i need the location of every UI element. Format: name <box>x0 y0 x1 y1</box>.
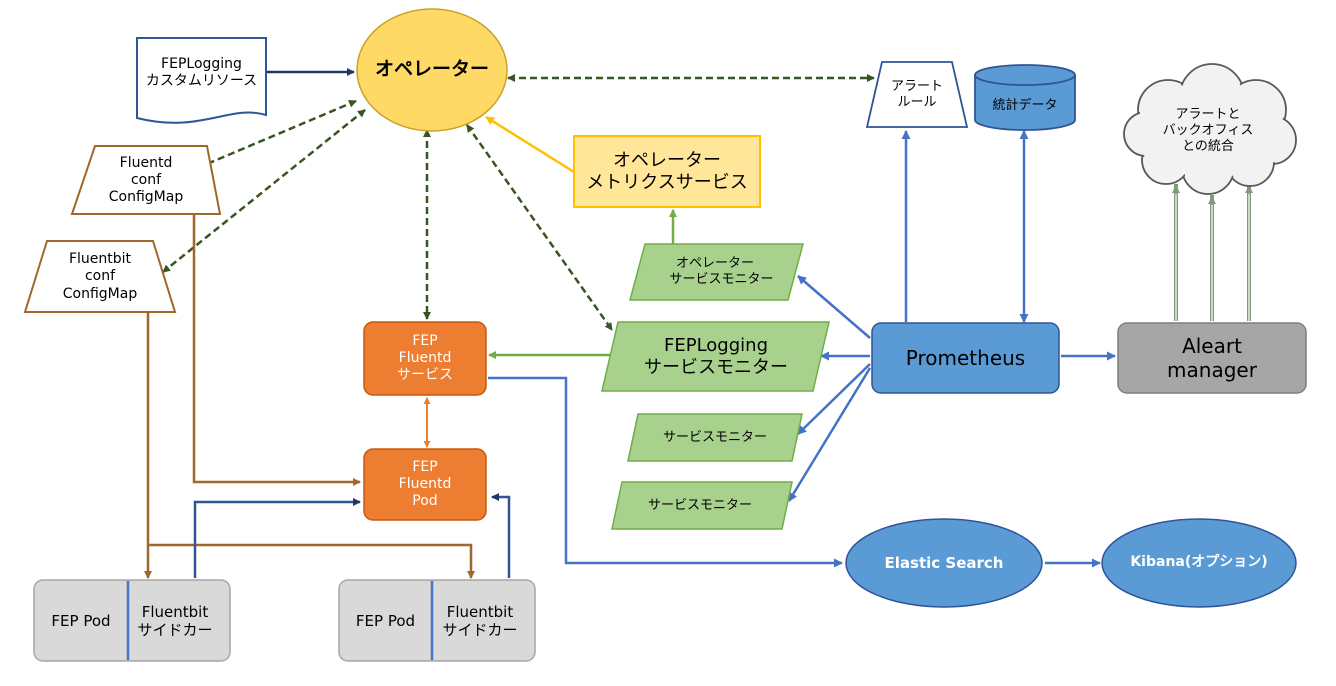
fep-fluentd-service-label: FEP Fluentd サービス <box>397 332 453 384</box>
service-monitor-2-label: サービスモニター <box>647 497 752 513</box>
operator-service-monitor-label: オペレーター サービスモニター <box>669 256 774 287</box>
kibana-label: Kibana(オプション) <box>1130 554 1268 571</box>
pod-2-sidecar-label: Fluentbit サイドカー <box>442 602 518 639</box>
service-monitor-2-shape <box>611 481 793 530</box>
alert-backoffice-label: アラートと バックオフィス との統合 <box>1162 107 1254 154</box>
pod-1-shape <box>33 579 231 662</box>
fluentd-configmap-shape <box>70 145 222 215</box>
operator-shape <box>356 8 508 132</box>
arrow-metrics-to-operator <box>485 115 575 174</box>
arrow-prometheus-to-op-monitor <box>797 275 871 339</box>
arrow-prometheus-to-monitor1 <box>797 363 871 435</box>
fluentbit-configmap-shape <box>23 240 177 313</box>
arrows-alertmanager-to-cloud <box>1172 184 1253 321</box>
alert-manager-label: Aleart manager <box>1167 333 1257 382</box>
operator-metrics-service-shape <box>573 135 761 208</box>
elastic-search-label: Elastic Search <box>884 553 1004 572</box>
arrow-fluentbit-configmap-branch <box>148 543 475 579</box>
service-monitor-1-label: サービスモニター <box>662 429 767 445</box>
fluentbit-configmap-label: Fluentbit conf ConfigMap <box>62 251 138 302</box>
feplogging-service-monitor-shape <box>601 321 830 392</box>
service-monitor-1-shape <box>627 413 803 462</box>
feplogging-cr-label: FEPLogging カスタムリソース <box>145 55 258 89</box>
pod-1-fep-pod-label: FEP Pod <box>51 611 111 630</box>
pod-2-fep-pod-label: FEP Pod <box>355 611 416 630</box>
alert-rule-label: アラート ルール <box>890 79 943 110</box>
statistics-data-shape <box>974 64 1076 131</box>
alert-backoffice-cloud-fill <box>1125 65 1295 193</box>
fep-fluentd-service-shape <box>363 321 487 396</box>
alert-rule-shape <box>865 61 969 128</box>
statistics-data-label: 統計データ <box>992 98 1058 114</box>
fep-fluentd-pod-shape <box>363 448 487 521</box>
arrow-operator-fluentbit-configmap <box>162 109 366 273</box>
prometheus-shape <box>871 322 1060 394</box>
alert-manager-shape <box>1117 322 1307 394</box>
arrow-prometheus-to-monitor2 <box>787 367 872 502</box>
feplogging-service-monitor-label: FEPLogging サービスモニター <box>644 335 788 378</box>
pod-2-shape <box>338 579 536 662</box>
pod-1-sidecar-label: Fluentbit サイドカー <box>137 602 213 639</box>
fluentd-configmap-label: Fluentd conf ConfigMap <box>108 154 184 206</box>
prometheus-label: Prometheus <box>905 345 1026 370</box>
arrow-fluentd-configmap-to-pod <box>192 215 361 486</box>
elastic-search-shape <box>845 518 1043 608</box>
operator-service-monitor-shape <box>629 243 804 301</box>
fep-fluentd-pod-label: FEP Fluentd Pod <box>398 458 452 510</box>
feplogging-cr-shape <box>136 37 267 124</box>
arrow-fluentd-service-to-elastic <box>488 376 843 568</box>
operator-label: オペレーター <box>374 58 489 81</box>
kibana-shape <box>1101 518 1297 608</box>
arrow-sidecar1-to-fluentd-pod <box>193 498 361 578</box>
arrow-operator-feplogging-monitor <box>465 124 614 331</box>
arrow-sidecar2-to-fluentd-pod <box>491 493 511 578</box>
operator-metrics-service-label: オペレーター メトリクスサービス <box>586 149 748 193</box>
